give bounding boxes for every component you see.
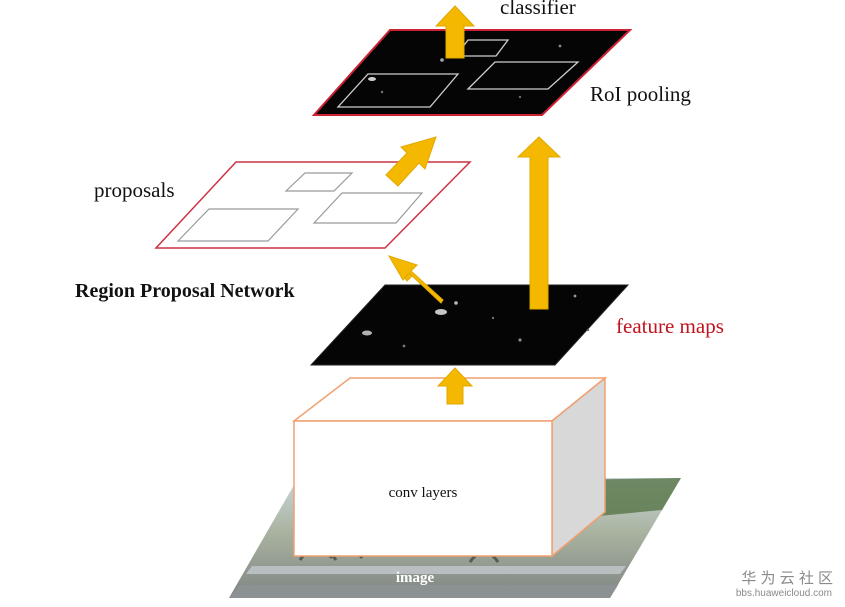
arrow-conv-to-features: [436, 367, 474, 405]
arrow-proposals-to-roi: [385, 136, 437, 187]
conv-layers-label: conv layers: [389, 485, 458, 501]
watermark: 华 为 云 社 区 bbs.huaweicloud.com: [736, 570, 833, 599]
rpn-label: Region Proposal Network: [75, 280, 295, 302]
conv-layers-box: conv layers: [291, 376, 608, 558]
arrow-roi-to-classifier: [434, 5, 476, 59]
watermark-title: 华 为 云 社 区: [741, 570, 833, 587]
proposal-box-small: [284, 172, 354, 192]
proposal-box-left: [176, 208, 300, 242]
proposals-plane: [154, 161, 472, 249]
roi-pooling-plane: [311, 29, 633, 116]
watermark-url: bbs.huaweicloud.com: [736, 588, 832, 599]
roi-box-left: [336, 73, 460, 108]
conv-box-front: [293, 420, 553, 557]
feature-maps-label: feature maps: [616, 314, 724, 338]
roi-box-right: [466, 61, 580, 90]
image-label: image: [396, 570, 435, 586]
proposals-label: proposals: [94, 178, 175, 202]
feature-maps-plane: [309, 284, 630, 366]
arrow-rpn-to-proposals: [387, 255, 444, 304]
roi-pooling-label: RoI pooling: [590, 82, 691, 106]
proposal-box-right: [312, 192, 424, 224]
classifier-label: classifier: [500, 0, 576, 19]
arrow-features-to-roi: [516, 136, 562, 310]
